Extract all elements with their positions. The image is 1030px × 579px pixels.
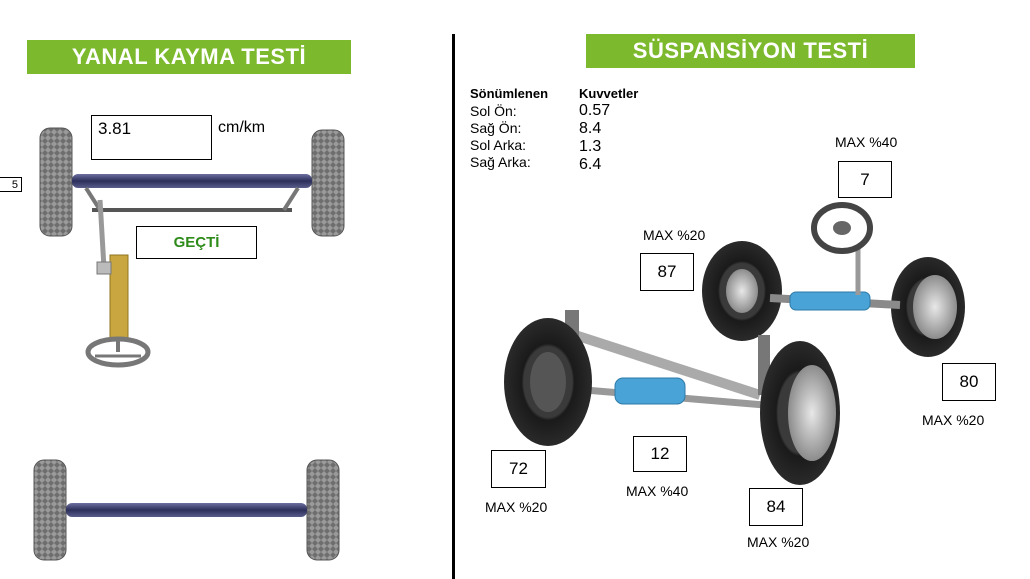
steering-link — [97, 199, 107, 269]
front-steering-rack — [614, 377, 686, 405]
row-value: 6.4 — [579, 156, 602, 173]
rear-left-value-box: 87 — [640, 253, 694, 291]
front-center-limit-label: MAX %40 — [626, 483, 689, 499]
result-status-box: GEÇTİ — [136, 226, 257, 259]
column-header-forces: Kuvvetler — [579, 86, 639, 101]
rear-left-limit-label: MAX %20 — [643, 227, 706, 243]
row-name: Sol Arka: — [470, 137, 527, 153]
rear-right-limit-label: MAX %20 — [922, 412, 985, 428]
row-name: Sağ Arka: — [470, 154, 531, 170]
row-value: 1.3 — [579, 138, 602, 155]
panel-divider — [452, 34, 455, 579]
front-axle-diagram — [39, 127, 345, 368]
row-value: 8.4 — [579, 120, 602, 137]
row-name: Sağ Ön: — [470, 120, 522, 136]
front-right-tire-icon — [311, 129, 345, 237]
rear-right-tire-icon — [306, 459, 340, 561]
rear-left-tire-icon — [33, 459, 67, 561]
rear-steering-rack — [789, 291, 871, 311]
chassis-illustration — [504, 202, 965, 485]
front-axle-beam — [72, 174, 312, 188]
front-left-limit-label: MAX %20 — [485, 499, 548, 515]
side-slip-value-box: 3.81 — [91, 115, 212, 160]
row-name: Sol Ön: — [470, 103, 517, 119]
column-header-damped: Sönümlenen — [470, 86, 549, 101]
front-right-value-box: 84 — [749, 488, 803, 526]
rear-axle-beam — [66, 503, 307, 517]
edge-value-box: 5 — [0, 177, 22, 192]
steering-wheel-icon — [85, 336, 151, 368]
side-slip-test-title: YANAL KAYMA TESTİ — [27, 40, 351, 74]
steering-limit-label: MAX %40 — [835, 134, 898, 150]
row-value: 0.57 — [579, 102, 611, 119]
side-slip-unit: cm/km — [218, 119, 266, 136]
steering-value-box: 7 — [838, 161, 892, 198]
steering-wheel-icon-right — [811, 202, 873, 254]
front-left-value-box: 72 — [491, 450, 546, 488]
rear-right-value-box: 80 — [942, 363, 996, 401]
front-center-value-box: 12 — [633, 436, 687, 472]
rear-axle-diagram — [33, 459, 340, 561]
front-right-limit-label: MAX %20 — [747, 534, 810, 550]
suspension-test-title: SÜSPANSİYON TESTİ — [586, 34, 915, 68]
steering-column — [109, 254, 129, 341]
front-left-tire-icon — [39, 127, 73, 237]
